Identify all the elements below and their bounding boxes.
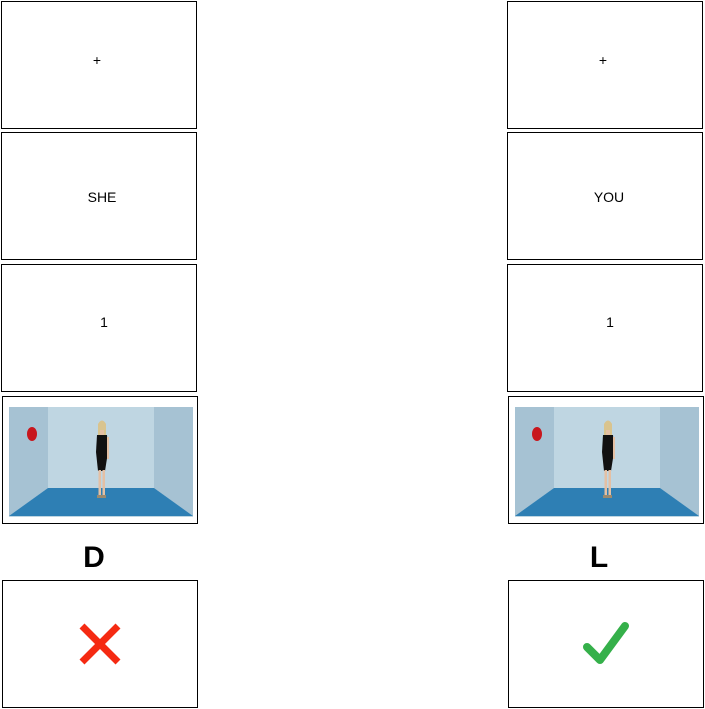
right-number-panel: 1 <box>507 264 703 392</box>
right-wall <box>154 407 193 516</box>
red-disc <box>27 427 37 441</box>
left-wall <box>515 407 554 516</box>
left-fixation-panel: + <box>1 1 197 129</box>
correct-check-icon <box>583 622 629 664</box>
left-perspective-panel: SHE <box>1 132 197 260</box>
right-perspective-panel: YOU <box>507 132 703 260</box>
avatar-figure <box>602 420 615 498</box>
room-scene <box>515 407 699 517</box>
fixation-cross: + <box>598 52 608 68</box>
right-response-key: L <box>589 541 609 574</box>
number-cue: 1 <box>606 314 614 330</box>
fixation-cross: + <box>92 52 102 68</box>
number-cue: 1 <box>100 314 108 330</box>
floor <box>9 488 193 516</box>
right-feedback-panel <box>508 580 704 708</box>
avatar-figure <box>96 420 109 498</box>
incorrect-cross-icon <box>79 623 121 665</box>
left-feedback-panel <box>2 580 198 708</box>
right-scene-panel <box>508 396 704 524</box>
perspective-cue: SHE <box>87 189 117 205</box>
red-disc <box>532 427 542 441</box>
left-wall <box>9 407 48 516</box>
right-wall <box>660 407 699 516</box>
room-scene <box>9 407 193 517</box>
perspective-cue: YOU <box>593 189 625 205</box>
floor <box>515 488 699 516</box>
left-scene-panel <box>2 396 198 524</box>
left-response-key: D <box>83 541 105 574</box>
right-fixation-panel: + <box>507 1 703 129</box>
left-number-panel: 1 <box>1 264 197 392</box>
